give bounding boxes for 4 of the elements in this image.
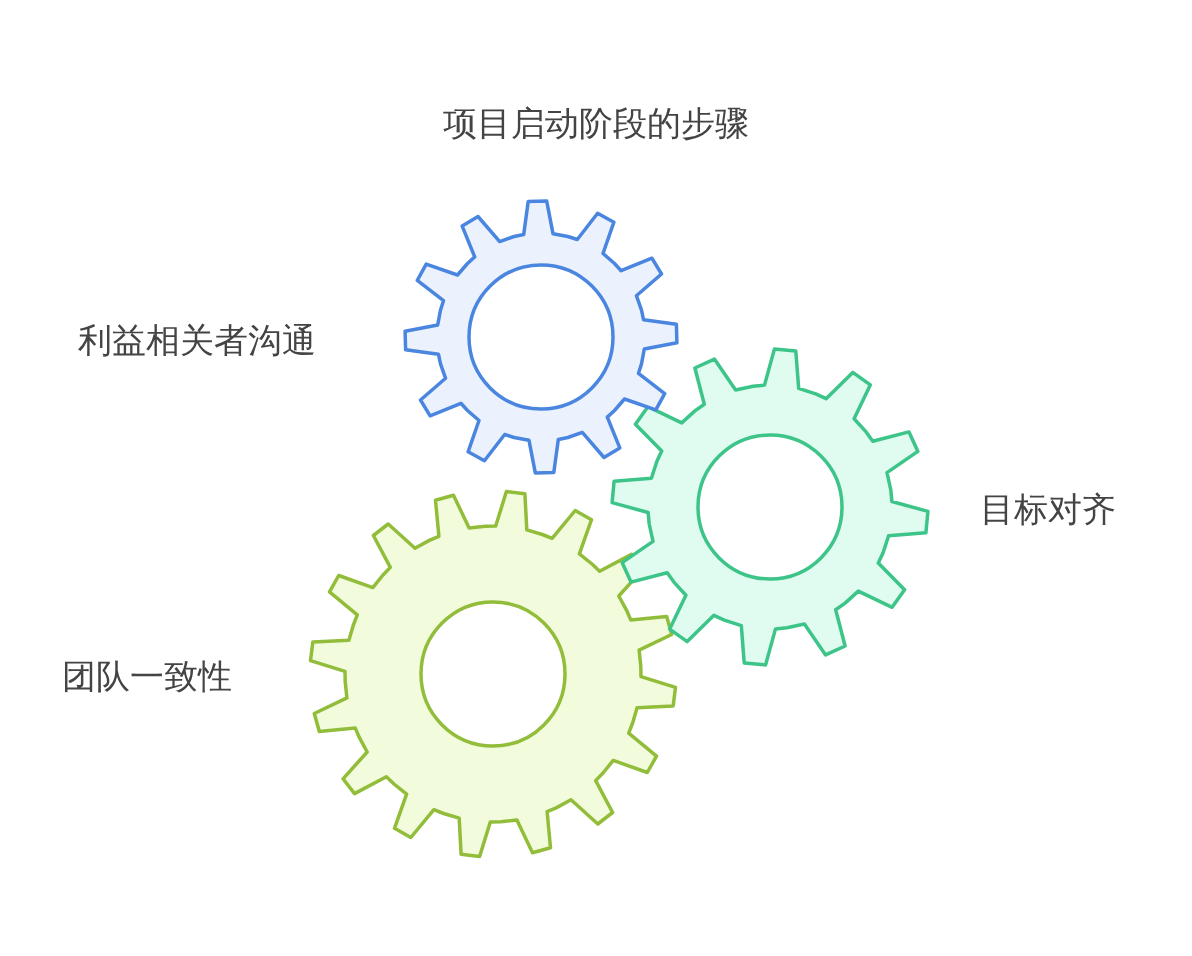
gear-caption: 团队一致性 (62, 656, 232, 696)
diagram-title: 项目启动阶段的步骤 (443, 103, 749, 143)
gear-caption: 利益相关者沟通 (78, 320, 316, 360)
gear-caption: 目标对齐 (980, 489, 1116, 529)
